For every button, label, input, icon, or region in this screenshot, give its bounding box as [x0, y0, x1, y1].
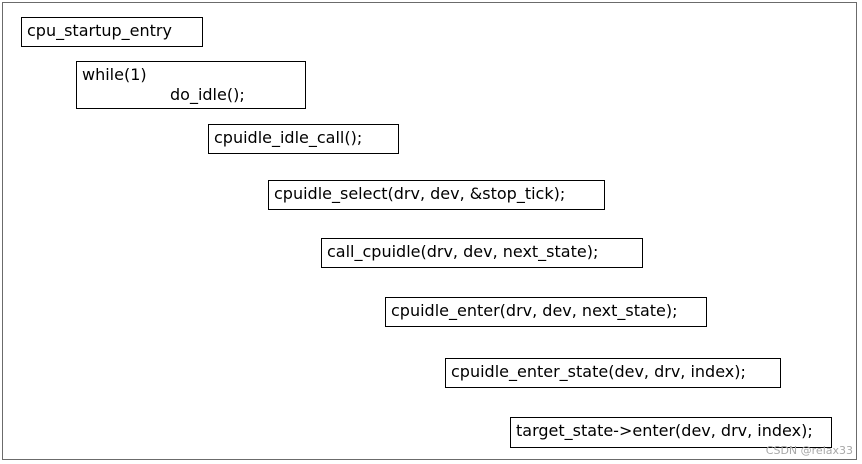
do-idle-label: do_idle();: [170, 85, 245, 104]
box-cpuidle-enter-state-label: cpuidle_enter_state(dev, drv, index);: [451, 362, 746, 381]
box-cpuidle-idle-call: cpuidle_idle_call();: [208, 124, 399, 154]
box-call-cpuidle-label: call_cpuidle(drv, dev, next_state);: [327, 242, 599, 261]
box-cpuidle-select: cpuidle_select(drv, dev, &stop_tick);: [268, 180, 605, 210]
box-cpu-startup-entry: cpu_startup_entry: [21, 17, 203, 47]
while-label: while(1): [82, 65, 147, 84]
box-cpu-startup-entry-label: cpu_startup_entry: [27, 21, 172, 40]
csdn-watermark: CSDN @relax33: [765, 444, 853, 457]
diagram-frame: [2, 2, 857, 460]
box-target-state-enter-label: target_state->enter(dev, drv, index);: [516, 421, 813, 440]
box-cpuidle-idle-call-label: cpuidle_idle_call();: [214, 128, 363, 147]
box-cpuidle-select-label: cpuidle_select(drv, dev, &stop_tick);: [274, 184, 566, 203]
box-while-do-idle: while(1) do_idle();: [76, 61, 306, 109]
box-cpuidle-enter-state: cpuidle_enter_state(dev, drv, index);: [445, 358, 781, 388]
box-cpuidle-enter-label: cpuidle_enter(drv, dev, next_state);: [391, 301, 678, 320]
box-target-state-enter: target_state->enter(dev, drv, index);: [510, 417, 832, 448]
box-cpuidle-enter: cpuidle_enter(drv, dev, next_state);: [385, 297, 707, 327]
box-call-cpuidle: call_cpuidle(drv, dev, next_state);: [321, 238, 643, 268]
